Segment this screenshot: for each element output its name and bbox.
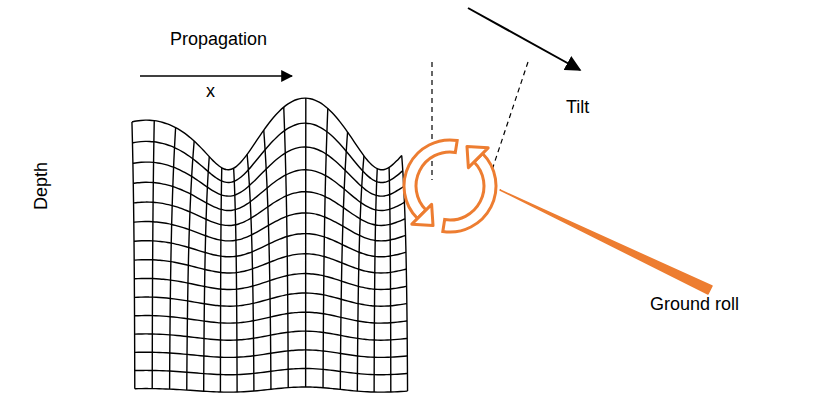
grid-line (134, 234, 406, 257)
grid-line (323, 108, 328, 387)
tilted-axis (488, 62, 528, 182)
grid-line (134, 192, 405, 226)
grid-line (133, 170, 404, 211)
vertical-reference (431, 62, 432, 180)
callout-label: Ground roll (650, 295, 739, 315)
grid-line (374, 169, 377, 392)
propagation-arrow (140, 75, 292, 77)
roll-arrowhead (412, 204, 433, 225)
axis-label: Depth (32, 162, 52, 210)
grid-line (305, 98, 307, 387)
ground-roll-symbol (404, 140, 496, 232)
grid-line (132, 122, 135, 389)
leader-line (500, 190, 712, 294)
grid-line (357, 156, 364, 391)
grid-line (132, 98, 402, 170)
axis-label: Propagation (170, 30, 267, 50)
roll-arrowhead (467, 146, 488, 167)
grid-line (264, 130, 271, 389)
grid-line (220, 168, 221, 392)
deformed-grid (132, 98, 408, 392)
grid-line (389, 167, 391, 392)
grid-line (134, 213, 406, 241)
grid-line (247, 154, 254, 391)
grid-line (170, 128, 176, 390)
grid-line (284, 107, 288, 388)
axis-label: Tilt (566, 98, 589, 118)
grid-line (152, 121, 154, 389)
tilt-arrow (468, 8, 580, 70)
grid-line (234, 168, 237, 392)
grid-line (340, 132, 347, 389)
grid-line (187, 141, 194, 390)
axis-symbol: x (206, 82, 215, 102)
grid-line (204, 157, 210, 392)
